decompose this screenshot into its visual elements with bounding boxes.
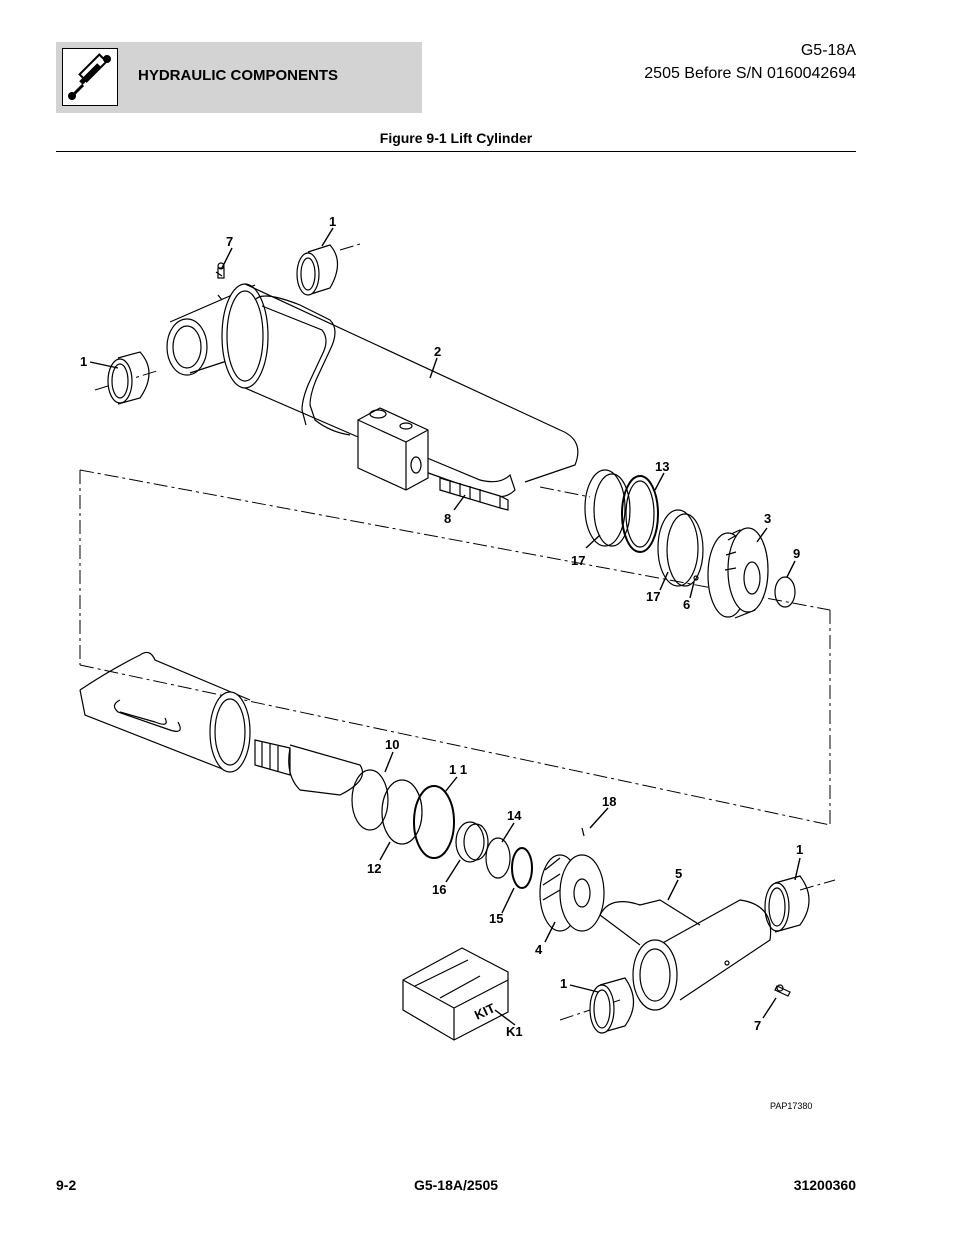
callout-4: 4	[535, 942, 543, 957]
callout-10: 10	[385, 737, 399, 752]
grease-fitting-top	[217, 262, 225, 279]
header-rule	[56, 151, 856, 152]
bushing-top	[296, 244, 339, 296]
seal-14	[485, 837, 511, 879]
bushing-right	[764, 875, 810, 933]
o-ring-9	[774, 576, 796, 608]
callout-17-upper: 17	[571, 553, 585, 568]
backup-ring-lower	[657, 509, 704, 587]
ring-10	[351, 769, 389, 831]
callout-9: 9	[793, 546, 800, 561]
barrel-lower-view	[79, 651, 251, 773]
rod-end	[599, 899, 772, 1011]
seal-kit-box	[402, 947, 509, 1041]
callout-16: 16	[432, 882, 446, 897]
callout-6: 6	[683, 597, 690, 612]
callout-5: 5	[675, 866, 682, 881]
model-number: G5-18A	[800, 42, 856, 59]
callout-8: 8	[444, 511, 451, 526]
serial-range: 2505 Before S/N 0160042694	[644, 65, 856, 82]
section-title: HYDRAULIC COMPONENTS	[138, 67, 339, 84]
callout-15: 15	[489, 911, 503, 926]
grease-fitting-bottom	[774, 984, 791, 997]
callout-12: 12	[367, 861, 381, 876]
backup-ring-upper	[584, 469, 631, 547]
callout-1-right: 1	[796, 842, 803, 857]
callout-1-bottom: 1	[560, 976, 567, 991]
callout-17-lower: 17	[646, 589, 660, 604]
seal-15	[511, 847, 533, 889]
callout-14: 14	[507, 808, 522, 823]
callout-1-top: 1	[329, 214, 336, 229]
image-id: PAP17380	[770, 1101, 812, 1111]
callout-k1: K1	[506, 1024, 523, 1039]
footer-model: G5-18A/2505	[413, 1177, 499, 1193]
section-header: HYDRAULIC COMPONENTS	[56, 42, 422, 113]
cylinder-head	[693, 527, 769, 619]
wear-ring-16	[455, 821, 489, 863]
callout-7-top: 7	[226, 234, 233, 249]
callout-11: 1 1	[449, 762, 467, 777]
figure-title: Figure 9-1 Lift Cylinder	[379, 130, 533, 146]
seal-13	[621, 475, 659, 553]
callout-7-bottom: 7	[754, 1018, 761, 1033]
document-number: 31200360	[793, 1177, 856, 1193]
callout-18: 18	[602, 794, 616, 809]
callout-13: 13	[655, 459, 669, 474]
piston	[539, 827, 605, 932]
ring-11	[413, 785, 455, 859]
callout-3: 3	[764, 511, 771, 526]
ring-12	[381, 779, 423, 845]
barrel-assembly	[166, 271, 579, 498]
leader-lines	[89, 227, 801, 1026]
counterbalance-valve	[439, 477, 509, 511]
bushing-left	[107, 351, 150, 405]
page-number: 9-2	[56, 1177, 77, 1193]
piston-rod	[254, 739, 364, 796]
bushing-bottom	[589, 977, 635, 1034]
hydraulic-cylinder-icon	[62, 48, 118, 106]
callout-2: 2	[434, 344, 441, 359]
assembly-centerline	[79, 243, 836, 1021]
callout-labels: 1 7 1 2 13 8 3 17 9 17 6 10 1 1 18 14 1 …	[80, 214, 803, 1039]
callout-1-left: 1	[80, 354, 87, 369]
